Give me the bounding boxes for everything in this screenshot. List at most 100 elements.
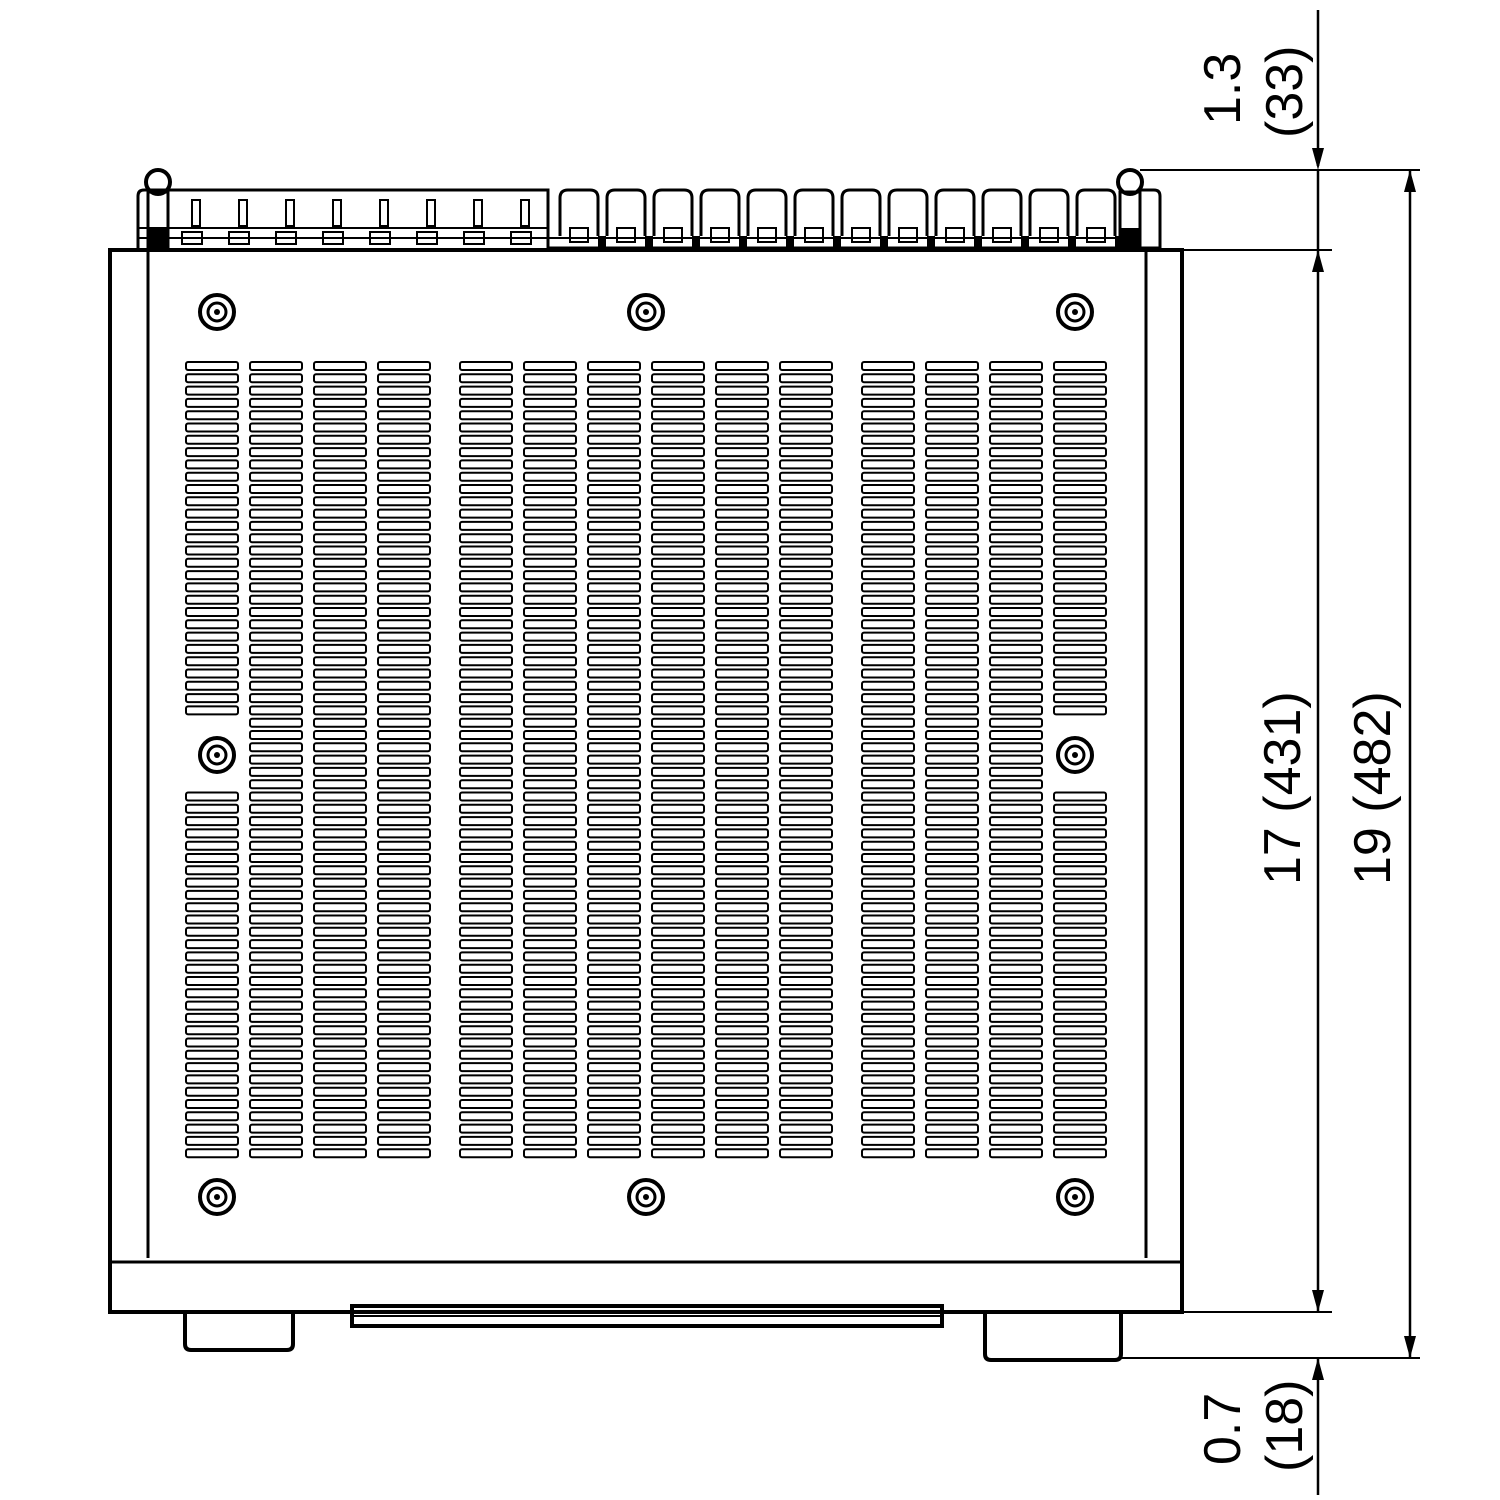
vent-slot-icon: [459, 434, 513, 445]
vent-slot-icon: [715, 914, 769, 925]
vent-slot-icon: [587, 1123, 641, 1134]
vent-slot-icon: [651, 717, 705, 728]
vent-slot-icon: [313, 779, 367, 790]
vent-slot-icon: [587, 889, 641, 900]
vent-slot-icon: [779, 1123, 833, 1134]
vent-slot-icon: [925, 557, 979, 568]
vent-slot-icon: [989, 988, 1043, 999]
vent-slot-icon: [651, 471, 705, 482]
vent-slot-icon: [185, 865, 239, 876]
vent-slot-icon: [459, 963, 513, 974]
vent-slot-icon: [925, 434, 979, 445]
vent-slot-icon: [779, 939, 833, 950]
vent-slot-icon: [459, 1025, 513, 1036]
vent-slot-icon: [523, 545, 577, 556]
terminal-icon: [605, 188, 653, 250]
vent-slot-icon: [249, 1111, 303, 1122]
vent-slot-icon: [459, 1012, 513, 1023]
vent-slot-icon: [185, 803, 239, 814]
vent-slot-icon: [185, 1049, 239, 1060]
vent-slot-icon: [587, 508, 641, 519]
vent-slot-icon: [185, 619, 239, 630]
vent-slot-icon: [651, 557, 705, 568]
vent-slot-icon: [377, 766, 431, 777]
vent-slot-icon: [779, 963, 833, 974]
vent-slot-icon: [989, 434, 1043, 445]
vent-slot-icon: [377, 1111, 431, 1122]
vent-slot-icon: [861, 545, 915, 556]
vent-slot-icon: [989, 607, 1043, 617]
vent-slot-icon: [587, 1062, 641, 1073]
vent-slot-icon: [989, 1062, 1043, 1073]
vent-slot-icon: [587, 926, 641, 937]
vent-slot-icon: [249, 914, 303, 925]
vent-slot-icon: [651, 508, 705, 519]
vent-slot-icon: [313, 1086, 367, 1097]
vent-slot-icon: [377, 520, 431, 531]
vent-slot-icon: [1053, 963, 1107, 974]
vent-slot-icon: [779, 508, 833, 519]
vent-slot-icon: [989, 865, 1043, 876]
vent-slot-icon: [989, 385, 1043, 396]
vent-slot-icon: [861, 385, 915, 396]
vent-slot-icon: [651, 951, 705, 962]
vent-slot-icon: [779, 373, 833, 384]
vent-slot-icon: [459, 631, 513, 642]
vent-slot-icon: [587, 459, 641, 470]
vent-slot-icon: [249, 791, 303, 802]
vent-slot-icon: [925, 779, 979, 790]
vent-slot-icon: [587, 373, 641, 384]
vent-slot-icon: [377, 816, 431, 827]
vent-slot-icon: [715, 976, 769, 986]
vent-slot-icon: [651, 533, 705, 544]
vent-slot-icon: [715, 508, 769, 519]
vent-slot-icon: [313, 1062, 367, 1073]
vent-slot-icon: [313, 385, 367, 396]
vent-slot-icon: [523, 496, 577, 507]
vent-slot-icon: [377, 594, 431, 605]
vent-slot-icon: [1053, 631, 1107, 642]
vent-slot-icon: [313, 557, 367, 568]
vent-slot-icon: [1053, 484, 1107, 494]
vent-slot-icon: [587, 717, 641, 728]
mounting-screw-icon: [1056, 1178, 1094, 1216]
vent-slot-icon: [1053, 570, 1107, 581]
vent-slot-icon: [377, 976, 431, 986]
vent-slot-icon: [1053, 1074, 1107, 1085]
vent-slot-icon: [779, 459, 833, 470]
vent-slot-icon: [587, 754, 641, 765]
vent-slot-icon: [715, 545, 769, 556]
vent-slot-icon: [651, 926, 705, 937]
vent-slot-icon: [587, 1074, 641, 1085]
vent-slot-icon: [587, 361, 641, 371]
vent-slot-icon: [185, 693, 239, 704]
vent-slot-icon: [1053, 803, 1107, 814]
vent-slot-icon: [249, 1037, 303, 1048]
vent-slot-icon: [651, 754, 705, 765]
vent-slot-icon: [377, 496, 431, 507]
vent-slot-icon: [523, 1074, 577, 1085]
vent-slot-icon: [249, 730, 303, 740]
vent-slot-icon: [523, 742, 577, 753]
vent-slot-icon: [459, 1062, 513, 1073]
vent-slot-icon: [459, 471, 513, 482]
vent-slot-icon: [715, 1025, 769, 1036]
vent-slot-icon: [715, 1099, 769, 1109]
vent-slot-icon: [313, 1074, 367, 1085]
vent-slot-icon: [459, 717, 513, 728]
vent-slot-icon: [523, 1086, 577, 1097]
vent-slot-icon: [861, 496, 915, 507]
vent-slot-icon: [989, 373, 1043, 384]
vent-slot-icon: [779, 471, 833, 482]
vent-slot-icon: [377, 1148, 431, 1159]
vent-slot-icon: [861, 484, 915, 494]
vent-slot-icon: [523, 1111, 577, 1122]
vent-slot-icon: [989, 902, 1043, 913]
vent-slot-icon: [989, 926, 1043, 937]
vent-slot-icon: [313, 373, 367, 384]
vent-slot-icon: [925, 422, 979, 433]
vent-slot-icon: [925, 397, 979, 408]
dimension-arrow-icon: [1404, 170, 1416, 192]
vent-slot-icon: [313, 631, 367, 642]
vent-slot-icon: [779, 680, 833, 691]
